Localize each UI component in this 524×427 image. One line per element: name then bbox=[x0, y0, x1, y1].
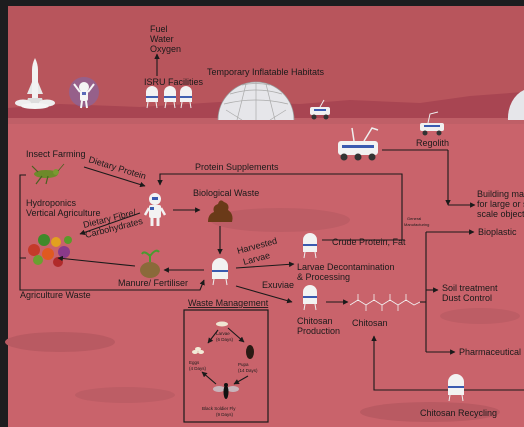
partial-dome-icon bbox=[507, 90, 524, 120]
soil-treatment-label: Soil treatment bbox=[442, 283, 498, 293]
insect-farming-label: Insect Farming bbox=[26, 149, 86, 159]
crater bbox=[5, 332, 115, 352]
biological-waste-label: Biological Waste bbox=[193, 188, 259, 198]
agri-loop-line bbox=[19, 174, 26, 258]
seedling-soil-icon bbox=[140, 249, 160, 278]
chitosan-label: Chitosan bbox=[352, 318, 388, 328]
exuviae-arrow bbox=[235, 285, 293, 304]
dietary-protein-arrow bbox=[83, 166, 146, 188]
lifecycle-arrow bbox=[227, 327, 245, 343]
manure-label: Manure/ Fertiliser bbox=[118, 278, 188, 288]
recycling-pod-icon bbox=[448, 374, 464, 402]
general-manufacturing-label-2: Manufacturing bbox=[404, 222, 429, 227]
waste-management-label: Waste Management bbox=[188, 298, 269, 308]
manure-to-agri-arrow bbox=[57, 255, 136, 267]
larva-icon bbox=[216, 321, 228, 327]
crater bbox=[75, 387, 175, 403]
protein-supplements-arrow bbox=[157, 173, 403, 186]
habitats-label: Temporary Inflatable Habitats bbox=[207, 67, 325, 77]
chitosan-recycling-label: Chitosan Recycling bbox=[420, 408, 497, 418]
rover-icon bbox=[420, 111, 444, 136]
lifecycle-arrow bbox=[201, 371, 217, 385]
processing-pod-icon bbox=[303, 233, 317, 259]
waste-pile-icon bbox=[208, 200, 233, 222]
lifecycle-arrow bbox=[207, 329, 219, 344]
larvae-decon-label-1: Larvae Decontamination bbox=[297, 262, 395, 272]
isru-pods-icon bbox=[146, 86, 192, 109]
larvae-decon-label-2: & Processing bbox=[297, 272, 350, 282]
ground-band bbox=[8, 118, 524, 124]
crater bbox=[360, 402, 500, 422]
dust-control-label: Dust Control bbox=[442, 293, 492, 303]
chitosan-production-label-1: Chitosan bbox=[297, 316, 333, 326]
eggs-duration-label: (4 Days) bbox=[189, 366, 207, 371]
bioplastic-label: Bioplastic bbox=[478, 227, 517, 237]
pupa-icon bbox=[246, 345, 254, 359]
eggs-stage-label: Eggs bbox=[189, 360, 200, 365]
chitosan-recycling-arrow bbox=[371, 335, 524, 391]
waste-pod-icon bbox=[212, 258, 228, 286]
dietary-fibre-arrow bbox=[79, 212, 141, 235]
crater bbox=[210, 208, 350, 232]
hydroponics-label: Hydroponics bbox=[26, 198, 77, 208]
vegetables-icon bbox=[28, 234, 72, 267]
fuel-label: Fuel bbox=[150, 24, 168, 34]
larvae-stage-label: Larvae bbox=[216, 331, 230, 336]
regolith-label: Regolith bbox=[416, 138, 449, 148]
protein-supplements-label: Protein Supplements bbox=[195, 162, 279, 172]
pupa-stage-label: Pupa bbox=[238, 362, 249, 367]
pupa-duration-label: (14 Days) bbox=[238, 368, 258, 373]
astronaut-glow-icon bbox=[69, 77, 99, 109]
exuviae-label: Exuviae bbox=[262, 280, 294, 290]
grasshopper-icon bbox=[31, 163, 65, 185]
eggs-icon bbox=[192, 347, 204, 354]
astronaut-icon bbox=[143, 193, 167, 226]
building-label-3: scale objects bbox=[477, 209, 524, 219]
building-label-1: Building mat bbox=[477, 189, 524, 199]
agriculture-waste-label: Agriculture Waste bbox=[20, 290, 91, 300]
rocket-icon bbox=[15, 58, 55, 109]
inflatable-dome-icon bbox=[217, 81, 295, 121]
isru-label: ISRU Facilities bbox=[144, 77, 204, 87]
fly-duration-label: (9 Days) bbox=[216, 412, 234, 417]
pharmaceutical-label: Pharmaceutical bbox=[459, 347, 521, 357]
water-label: Water bbox=[150, 34, 174, 44]
chitosan-pod-icon bbox=[303, 285, 317, 311]
fly-stage-label: Black Soldier Fly bbox=[202, 406, 236, 411]
agri-waste-arrow bbox=[19, 257, 205, 291]
oxygen-label: Oxygen bbox=[150, 44, 181, 54]
vertical-agriculture-label: Vertical Agriculture bbox=[26, 208, 101, 218]
lifecycle-arrow bbox=[233, 375, 249, 385]
larvae-duration-label: (6 Days) bbox=[216, 337, 234, 342]
soldier-fly-icon bbox=[213, 383, 239, 399]
crude-protein-label: Crude Protein, Fat bbox=[332, 237, 406, 247]
crater bbox=[440, 308, 520, 324]
harvested-larvae-arrow bbox=[235, 261, 295, 269]
rover-icon bbox=[310, 99, 330, 120]
building-label-2: for large or s bbox=[477, 199, 524, 209]
chitosan-molecule-icon bbox=[349, 294, 421, 311]
regolith-rover-icon bbox=[338, 127, 379, 161]
lifecycle-box bbox=[183, 309, 269, 423]
general-manufacturing-label-1: General bbox=[407, 216, 421, 221]
chitosan-production-label-2: Production bbox=[297, 326, 340, 336]
